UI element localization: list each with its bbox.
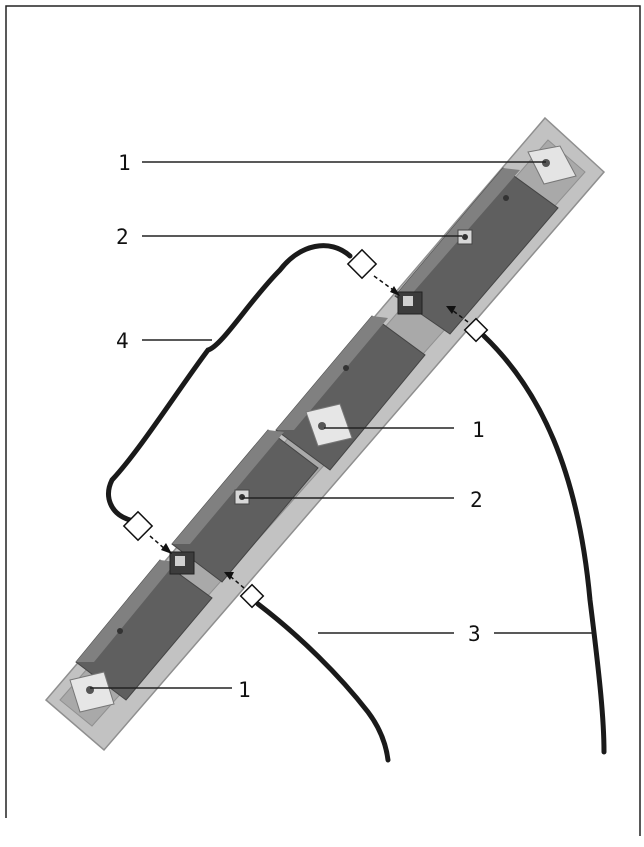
light-module-lower-top: [76, 560, 176, 662]
callout-2-top: 2: [116, 225, 129, 249]
plug-lower: [122, 510, 154, 542]
module-screw: [503, 195, 509, 201]
bracket-middle: [305, 403, 353, 447]
callout-1-mid: 1: [472, 418, 485, 442]
callout-4: 4: [116, 329, 129, 353]
callout-3: 3: [468, 622, 481, 646]
plug-right: [463, 317, 489, 343]
plug-arrow-right: [451, 309, 469, 323]
callout-1-bottom: 1: [238, 678, 251, 702]
plug-left: [239, 583, 265, 609]
power-cable-right: [481, 333, 607, 755]
bracket-top: [527, 145, 577, 185]
jumper-cable: [106, 243, 353, 523]
rail-assembly: [44, 116, 606, 752]
module-screw: [343, 365, 349, 371]
power-cable-left: [255, 601, 391, 763]
callout-2-mid: 2: [470, 488, 483, 512]
light-module-3-top: [172, 430, 284, 544]
module-screw: [117, 628, 123, 634]
light-module-2-top: [276, 316, 388, 430]
bracket-bottom: [69, 671, 115, 713]
callout-1-top: 1: [118, 151, 131, 175]
plug-arrow-left: [229, 575, 245, 589]
leader-lines: [90, 161, 592, 689]
page-border: [5, 5, 641, 836]
plug-upper: [346, 248, 378, 280]
light-module-upper: [394, 167, 559, 335]
